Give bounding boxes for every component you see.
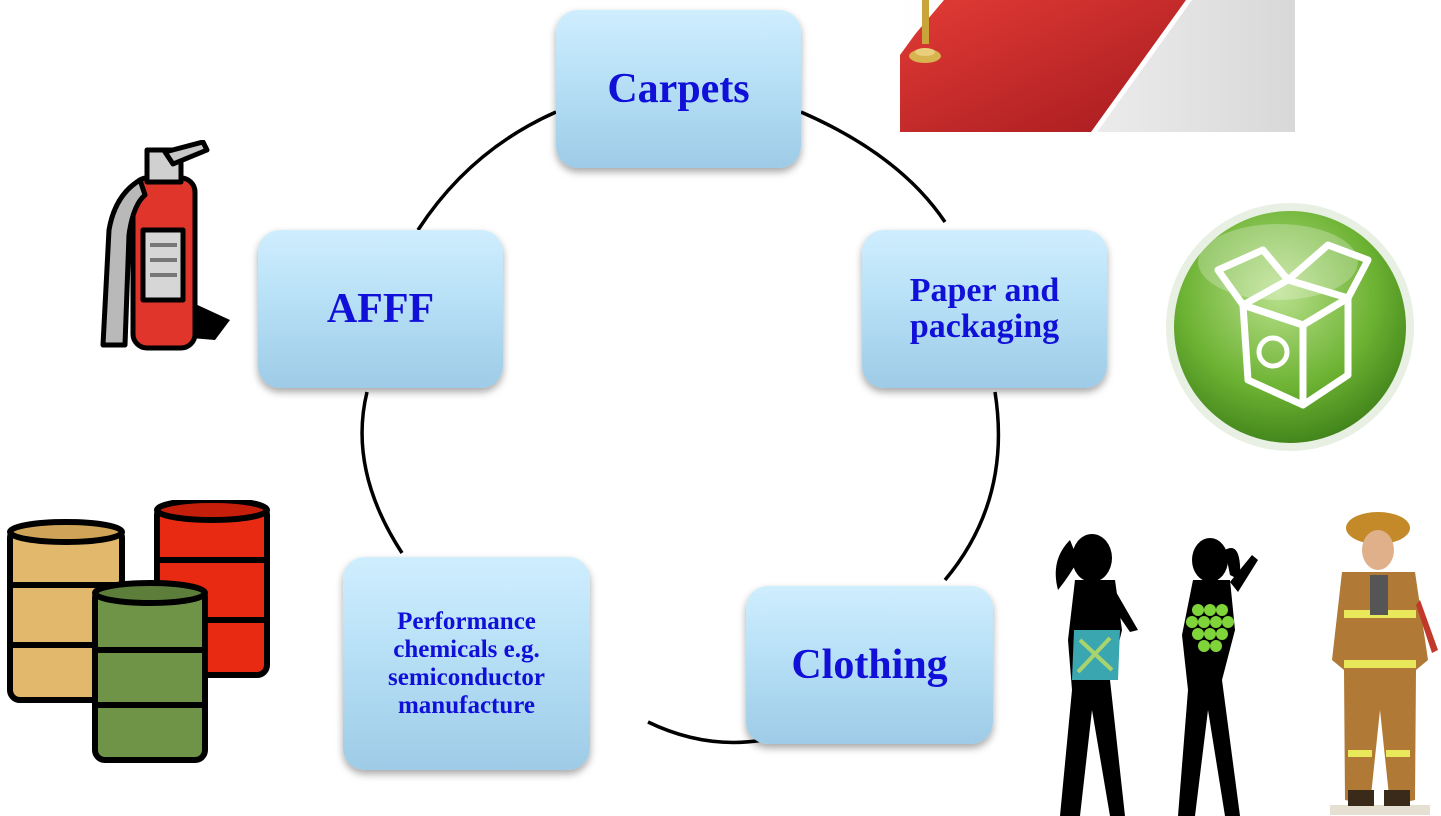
node-carpets-label: Carpets — [607, 65, 750, 112]
fire-extinguisher-icon — [100, 140, 230, 351]
chemical-barrels-image — [7, 500, 270, 763]
people-silhouettes-image — [1055, 534, 1258, 816]
node-afff-label: AFFF — [326, 285, 435, 332]
ring-arc-afff-carpets — [416, 110, 557, 231]
firefighter-image — [1330, 512, 1438, 815]
node-paper-label: Paper and packaging — [909, 272, 1060, 345]
node-performance-label: Performance chemicals e.g. semiconductor… — [388, 607, 545, 719]
ring-arc-carpets-paper — [800, 110, 947, 223]
ring-arc-perf-afff — [360, 391, 404, 554]
node-clothing: Clothing — [746, 586, 993, 744]
node-clothing-label: Clothing — [791, 641, 948, 688]
recycle-box-icon — [1166, 203, 1414, 451]
red-carpet-image — [900, 0, 1295, 132]
node-afff: AFFF — [258, 230, 503, 388]
node-paper-packaging: Paper and packaging — [862, 230, 1107, 388]
ring-arc-paper-clothing — [943, 391, 1001, 582]
node-carpets: Carpets — [556, 10, 801, 168]
node-performance-chemicals: Performance chemicals e.g. semiconductor… — [343, 557, 590, 770]
